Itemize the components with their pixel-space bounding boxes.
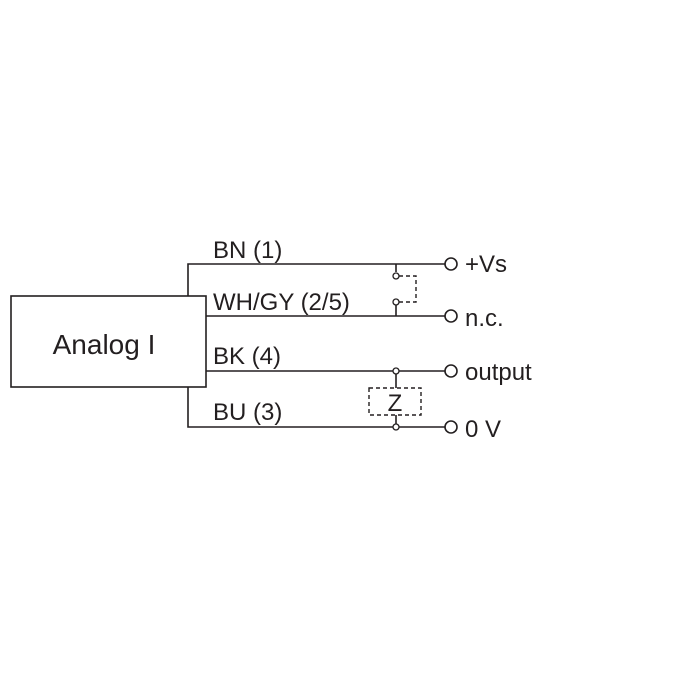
- optional-bridge: [392, 264, 417, 316]
- terminal-nc: [444, 309, 458, 323]
- bridge-node-top: [392, 272, 400, 280]
- terminal-output: [444, 364, 458, 378]
- load-node-bottom: [392, 423, 400, 431]
- load-box: [368, 387, 422, 416]
- terminal-0v: [444, 420, 458, 434]
- load-z: Z: [368, 367, 422, 431]
- wire-label-bk: BK (4): [213, 343, 281, 370]
- bridge-node-bottom: [392, 298, 400, 306]
- wire-label-bn: BN (1): [213, 237, 282, 264]
- device-label: Analog I: [53, 329, 156, 360]
- wire-label-bu: BU (3): [213, 399, 282, 426]
- wire-whgy: WH/GY (2/5) n.c.: [206, 289, 504, 332]
- wire-bk: BK (4) output: [206, 343, 532, 386]
- terminal-vs: [444, 257, 458, 271]
- wire-bn: BN (1) +Vs: [187, 237, 507, 296]
- terminal-label-0v: 0 V: [465, 416, 501, 443]
- wire-bu: BU (3) 0 V: [187, 387, 501, 443]
- load-node-top: [392, 367, 400, 375]
- wire-label-whgy: WH/GY (2/5): [213, 289, 350, 316]
- load-label: Z: [388, 390, 403, 417]
- terminal-label-vs: +Vs: [465, 251, 507, 278]
- device-box: [10, 295, 207, 388]
- terminal-label-output: output: [465, 359, 532, 386]
- terminal-label-nc: n.c.: [465, 305, 504, 332]
